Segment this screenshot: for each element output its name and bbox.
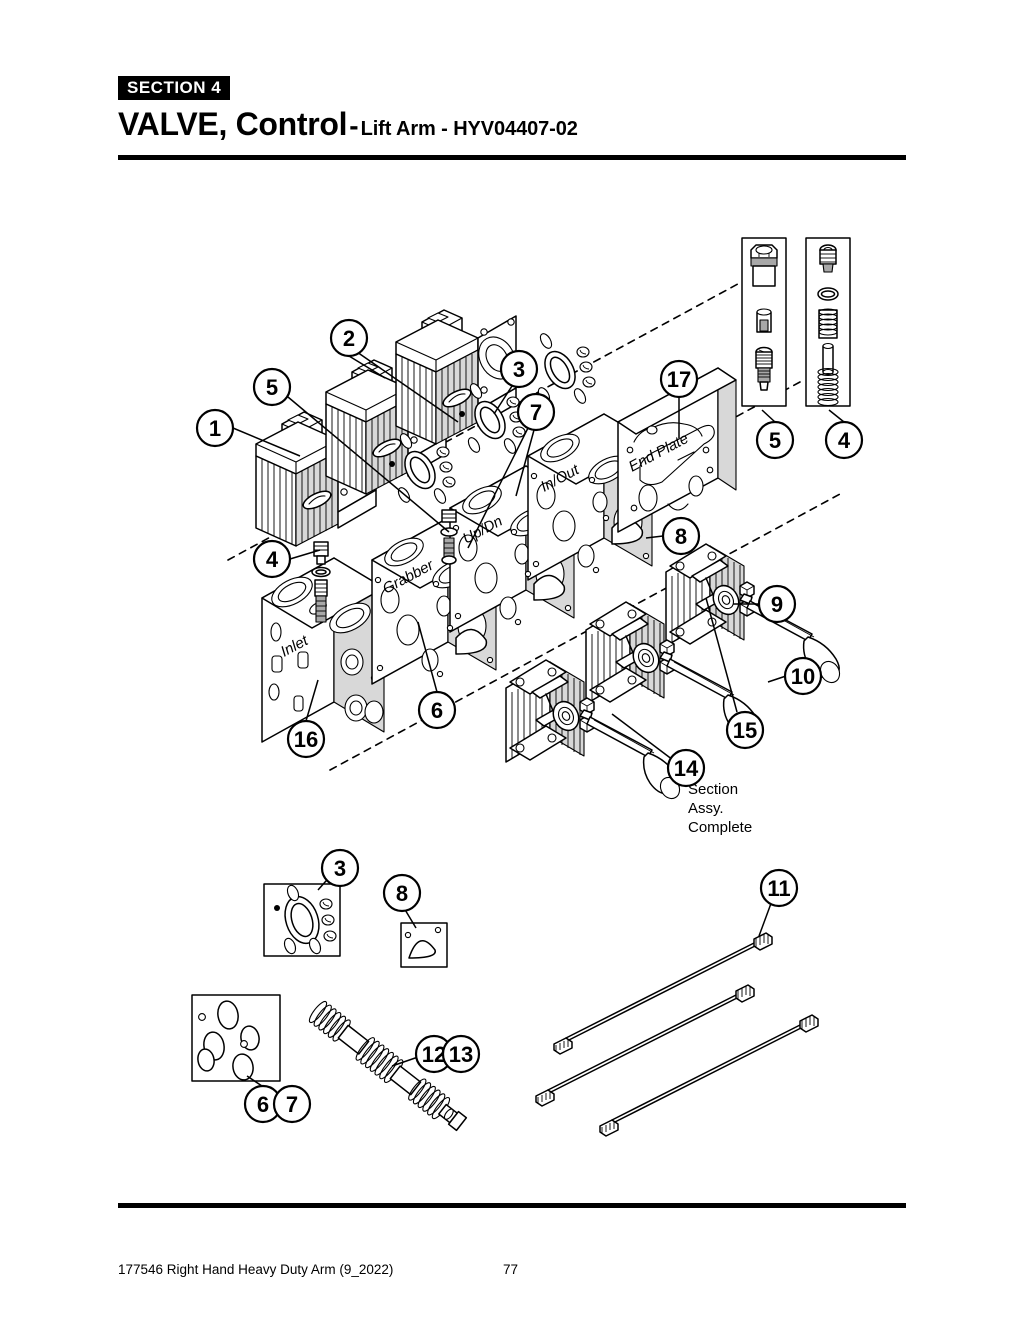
svg-text:7: 7 <box>530 400 542 425</box>
page-header: SECTION 4 VALVE, Control-Lift Arm - HYV0… <box>118 76 908 143</box>
svg-text:4: 4 <box>266 547 279 572</box>
section-cartridge-plug <box>440 509 458 565</box>
relief-cartridge-4 <box>311 541 331 623</box>
note-line-1: Section <box>688 781 738 798</box>
callout-leaders <box>232 351 845 1087</box>
svg-text:3: 3 <box>334 856 346 881</box>
callout-4a: 4 <box>252 539 292 579</box>
callout-10: 10 <box>783 656 823 696</box>
detail-box-wedge-8 <box>400 922 448 968</box>
svg-text:17: 17 <box>667 367 691 392</box>
exploded-diagram: .ln { fill:none; stroke:#000; stroke-wid… <box>0 160 1024 1200</box>
header-divider <box>118 155 906 160</box>
svg-text:4: 4 <box>838 428 851 453</box>
lever-assembly-mid <box>585 601 675 705</box>
callout-4b: 4 <box>824 420 864 460</box>
svg-text:6: 6 <box>257 1092 269 1117</box>
svg-text:1: 1 <box>209 416 221 441</box>
wedge-seal-c <box>446 624 488 655</box>
callout-7d: 7 <box>272 1084 312 1124</box>
callout-12: 12 <box>414 1034 454 1074</box>
svg-text:5: 5 <box>266 375 278 400</box>
svg-text:6: 6 <box>431 698 443 723</box>
note-line-2: Assy. <box>688 800 724 817</box>
footer-divider <box>118 1203 906 1208</box>
footer-page-number: 77 <box>503 1262 519 1277</box>
callout-balloons: 1 2 3 4 5 6 7 8 9 10 14 15 16 17 5 4 3 8… <box>195 318 864 1124</box>
title-dash: - <box>349 110 359 141</box>
svg-text:8: 8 <box>396 881 408 906</box>
callout-7: 7 <box>516 392 556 432</box>
section-assy-note: Section Assy. Complete <box>688 781 752 836</box>
callout-8d: 8 <box>382 873 422 913</box>
callout-16: 16 <box>286 719 326 759</box>
svg-text:15: 15 <box>733 718 757 743</box>
callout-2: 2 <box>329 318 369 358</box>
callout-15: 15 <box>725 710 765 750</box>
title-subtitle: Lift Arm - HYV04407-02 <box>360 118 578 140</box>
section-badge: SECTION 4 <box>118 76 231 100</box>
svg-text:9: 9 <box>771 592 783 617</box>
svg-text:3: 3 <box>513 357 525 382</box>
detail-box-seal-kit-3 <box>263 883 341 957</box>
lever-assembly-bot <box>505 659 595 763</box>
callout-9: 9 <box>757 584 797 624</box>
svg-text:11: 11 <box>767 876 790 901</box>
callout-11: 11 <box>759 868 799 908</box>
svg-text:13: 13 <box>449 1042 473 1067</box>
callout-13: 13 <box>441 1034 481 1074</box>
callout-14: 14 <box>666 748 706 788</box>
callout-17: 17 <box>659 359 699 399</box>
title-main: VALVE, Control <box>118 106 348 142</box>
callout-6a: 6 <box>417 690 457 730</box>
end-plate-17: End Plate <box>617 367 737 533</box>
svg-text:2: 2 <box>343 326 355 351</box>
cartridge-detail-box-4 <box>805 237 851 407</box>
wedge-seal-b <box>524 570 566 601</box>
tie-rod-3 <box>599 1014 819 1137</box>
rod-assembly-1213 <box>308 1000 468 1132</box>
callout-3: 3 <box>499 349 539 389</box>
detail-box-gasket-67 <box>191 994 281 1082</box>
lever-assembly-top <box>665 543 755 647</box>
svg-text:10: 10 <box>791 664 815 689</box>
callout-5a: 5 <box>252 367 292 407</box>
cartridge-detail-box-5 <box>741 237 787 407</box>
svg-text:5: 5 <box>769 428 781 453</box>
callout-5b: 5 <box>755 420 795 460</box>
note-line-3: Complete <box>688 819 752 836</box>
callout-6d: 6 <box>243 1084 283 1124</box>
callout-1: 1 <box>195 408 235 448</box>
callout-8a: 8 <box>661 516 701 556</box>
footer-document-title: 177546 Right Hand Heavy Duty Arm (9_2022… <box>118 1262 394 1277</box>
svg-text:7: 7 <box>286 1092 298 1117</box>
svg-text:16: 16 <box>294 727 318 752</box>
svg-text:8: 8 <box>675 524 687 549</box>
page-title: VALVE, Control-Lift Arm - HYV04407-02 <box>118 106 908 143</box>
svg-text:14: 14 <box>674 756 699 781</box>
callout-3d: 3 <box>320 848 360 888</box>
